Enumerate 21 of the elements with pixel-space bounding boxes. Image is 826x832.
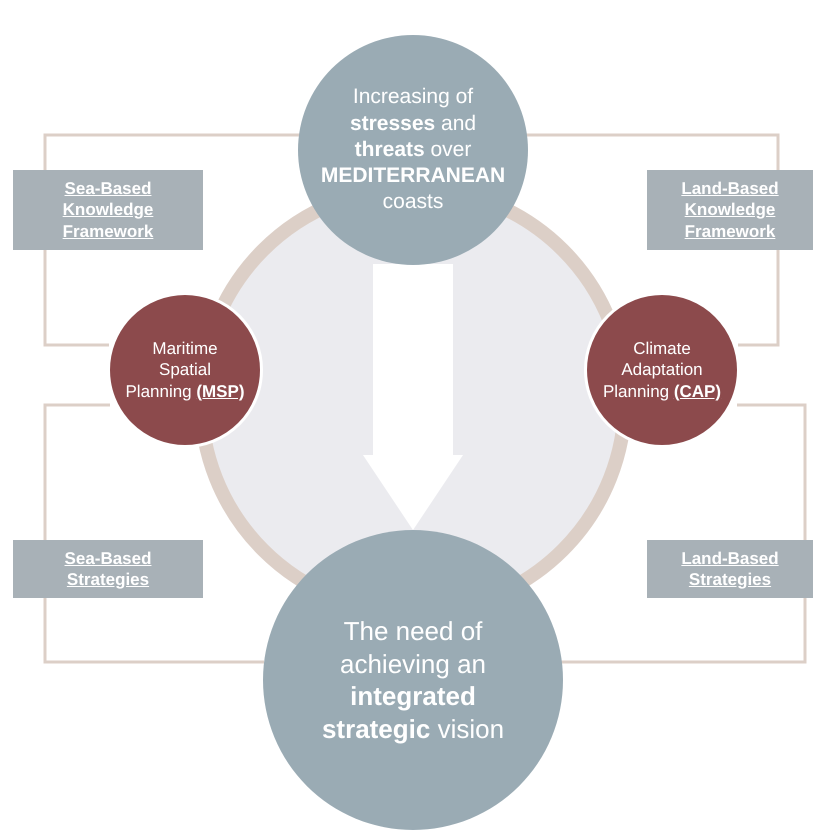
connector-line xyxy=(44,404,110,540)
connector-line xyxy=(44,134,300,170)
connector-line xyxy=(44,250,109,346)
box-label: Land-Based Knowledge Framework xyxy=(680,178,780,242)
framework-box xyxy=(647,170,813,250)
circle-text: Climate Adaptation Planning (CAP) xyxy=(602,338,722,402)
connector-line xyxy=(737,404,806,540)
circle-text: Increasing of stresses and threats over MEDITERRANEAN coasts xyxy=(320,84,506,216)
connector-line xyxy=(44,598,264,664)
connector-line xyxy=(526,134,780,170)
arrow xyxy=(363,264,463,530)
box-label: Land-Based Strategies xyxy=(680,548,780,590)
box-label: Sea-Based Knowledge Framework xyxy=(62,178,154,242)
strategy-box xyxy=(13,540,203,598)
connector-line xyxy=(738,250,780,346)
framework-box xyxy=(13,170,203,250)
circle-text: The need of achieving an integrated strategic vision xyxy=(320,615,506,745)
box-label: Sea-Based Strategies xyxy=(64,548,152,590)
strategy-box xyxy=(647,540,813,598)
circle-text: Maritime Spatial Planning (MSP) xyxy=(125,338,245,402)
connector-line xyxy=(561,598,806,664)
